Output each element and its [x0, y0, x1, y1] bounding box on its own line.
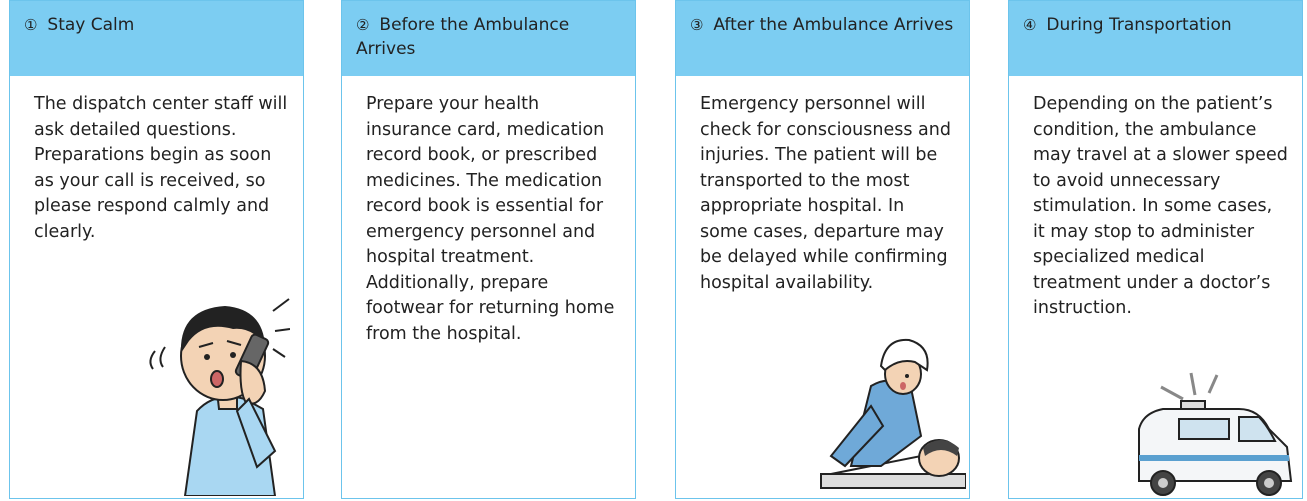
card-title: Stay Calm — [47, 15, 135, 35]
step-number: ① — [24, 16, 38, 34]
card-title: During Transportation — [1046, 15, 1232, 35]
card-after-ambulance: ③ After the Ambulance Arrives Emergency … — [675, 0, 970, 499]
step-number: ④ — [1023, 16, 1037, 34]
card-text: The dispatch center staff will ask detai… — [34, 94, 288, 242]
card-text: Depending on the patient’s condition, th… — [1033, 94, 1288, 318]
card-body: Emergency personnel will check for consc… — [676, 76, 969, 296]
card-title: After the Ambulance Arrives — [713, 15, 954, 35]
card-before-ambulance: ② Before the Ambulance Arrives Prepare y… — [341, 0, 636, 499]
step-number: ③ — [690, 16, 704, 34]
card-body: The dispatch center staff will ask detai… — [10, 76, 303, 245]
person-on-phone-illustration — [149, 298, 290, 496]
card-header: ④ During Transportation — [1009, 1, 1302, 76]
card-header: ② Before the Ambulance Arrives — [342, 1, 635, 76]
card-text: Emergency personnel will check for consc… — [700, 94, 951, 293]
card-body: Depending on the patient’s condition, th… — [1009, 76, 1302, 322]
card-body: Prepare your health insurance card, medi… — [342, 76, 635, 347]
card-header: ③ After the Ambulance Arrives — [676, 1, 969, 76]
card-text: Prepare your health insurance card, medi… — [366, 94, 615, 344]
card-stay-calm: ① Stay Calm The dispatch center staff wi… — [9, 0, 304, 499]
card-header: ① Stay Calm — [10, 1, 303, 76]
card-title: Before the Ambulance Arrives — [356, 15, 570, 59]
step-number: ② — [356, 16, 370, 34]
card-during-transportation: ④ During Transportation Depending on the… — [1008, 0, 1303, 499]
ambulance-illustration — [1138, 372, 1293, 496]
paramedic-with-patient-illustration — [820, 338, 966, 489]
